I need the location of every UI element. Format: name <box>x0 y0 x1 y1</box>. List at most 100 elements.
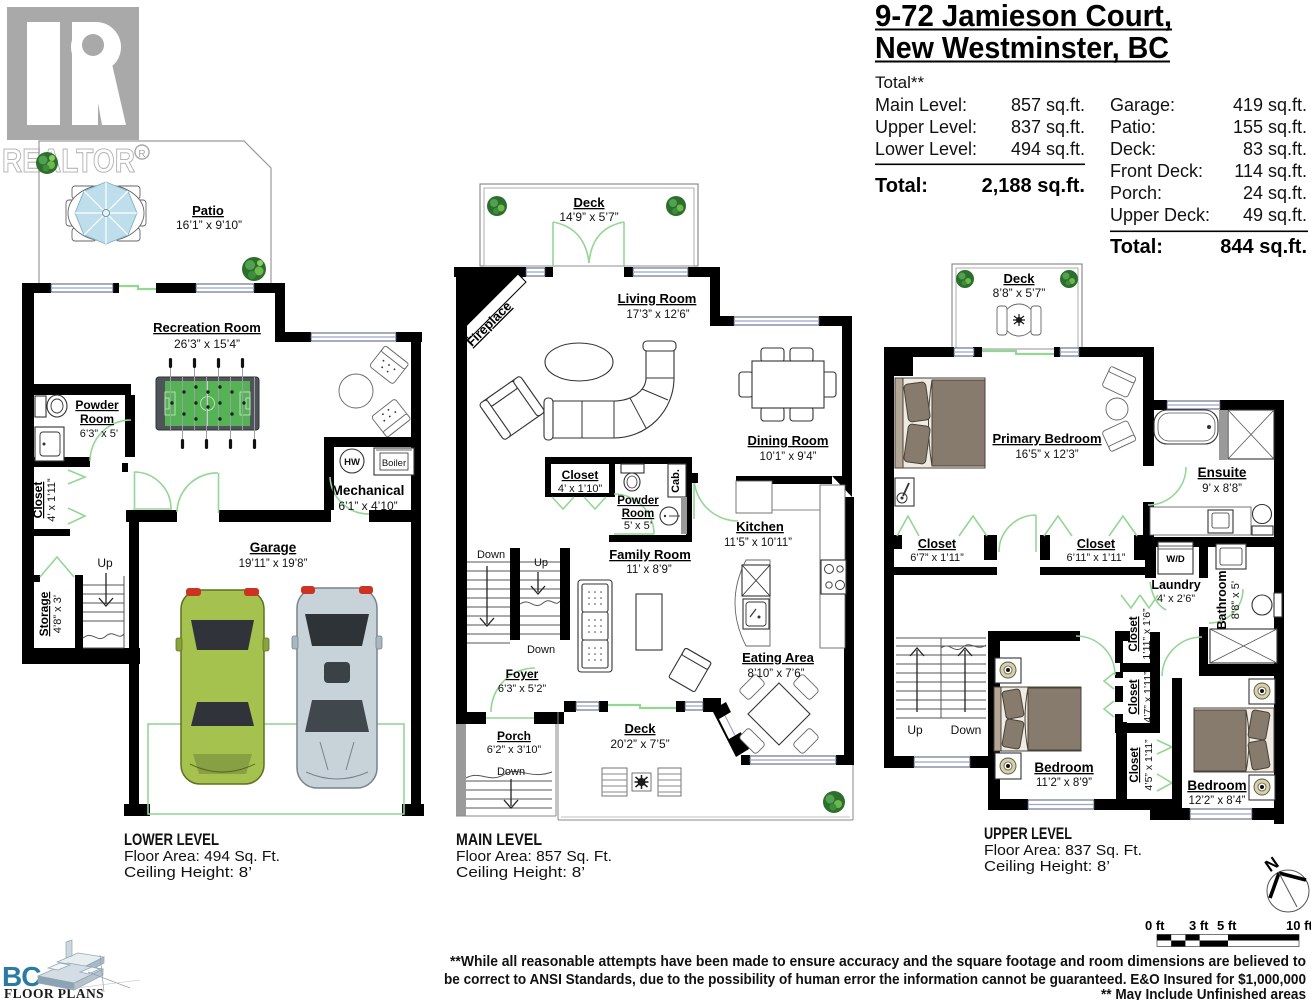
svg-text:4’7” x 1’11”: 4’7” x 1’11” <box>1142 671 1154 723</box>
svg-text:26’3” x 15’4”: 26’3” x 15’4” <box>174 337 240 351</box>
svg-text:**While all reasonable attempt: **While all reasonable attempts have bee… <box>450 954 1306 970</box>
svg-text:Garage:: Garage: <box>1110 95 1175 115</box>
svg-text:14’9” x 5’7”: 14’9” x 5’7” <box>559 210 618 224</box>
svg-text:Family Room: Family Room <box>609 547 691 562</box>
svg-text:9’ x 8’8”: 9’ x 8’8” <box>1202 483 1242 495</box>
svg-text:Closet: Closet <box>1128 616 1140 651</box>
svg-text:** May Include Unfinished area: ** May Include Unfinished areas <box>1101 987 1306 1000</box>
svg-text:Ensuite: Ensuite <box>1198 465 1247 480</box>
svg-text:Cab.: Cab. <box>670 469 682 493</box>
svg-text:W/D: W/D <box>1166 554 1185 565</box>
svg-text:R: R <box>138 149 145 160</box>
svg-text:Closet: Closet <box>562 468 599 482</box>
svg-text:Down: Down <box>527 644 555 656</box>
svg-text:Deck: Deck <box>1003 271 1035 286</box>
svg-text:Total:: Total: <box>875 175 928 197</box>
svg-text:5’ x 5’: 5’ x 5’ <box>624 520 652 532</box>
svg-text:Up: Up <box>907 723 923 737</box>
svg-text:4’5” x 1’11”: 4’5” x 1’11” <box>1143 739 1155 791</box>
svg-text:6’11” x 1’11”: 6’11” x 1’11” <box>1067 552 1126 564</box>
svg-text:Deck: Deck <box>624 721 656 736</box>
svg-text:Closet: Closet <box>1129 747 1141 782</box>
svg-text:19’11” x 19’8”: 19’11” x 19’8” <box>239 558 308 570</box>
svg-text:6’7” x 1’11”: 6’7” x 1’11” <box>910 552 964 564</box>
svg-text:16’5” x 12’3”: 16’5” x 12’3” <box>1015 449 1078 461</box>
svg-text:Powder: Powder <box>75 398 119 412</box>
svg-text:Foyer: Foyer <box>506 667 539 681</box>
svg-text:494 sq.ft.: 494 sq.ft. <box>1011 139 1085 159</box>
svg-text:Closet: Closet <box>1128 679 1140 714</box>
svg-text:Porch: Porch <box>497 729 531 743</box>
svg-text:Mechanical: Mechanical <box>332 483 405 498</box>
svg-text:FLOOR PLANS: FLOOR PLANS <box>4 986 104 1000</box>
svg-text:4’ x 1’10”: 4’ x 1’10” <box>558 483 603 495</box>
svg-text:Floor Area: 837 Sq. Ft.: Floor Area: 837 Sq. Ft. <box>984 843 1142 859</box>
svg-text:be correct to ANSI Standards,: be correct to ANSI Standards, due to the… <box>444 972 1306 988</box>
svg-text:9-72 Jamieson Court,: 9-72 Jamieson Court, <box>875 0 1172 33</box>
svg-text:Storage: Storage <box>37 591 51 636</box>
svg-text:Ceiling Height: 8’: Ceiling Height: 8’ <box>124 865 252 881</box>
svg-text:Room: Room <box>80 412 114 426</box>
svg-text:Kitchen: Kitchen <box>736 519 784 534</box>
svg-text:Total:: Total: <box>1110 236 1163 258</box>
svg-text:12’2” x 8’4”: 12’2” x 8’4” <box>1189 795 1246 807</box>
svg-text:2,188 sq.ft.: 2,188 sq.ft. <box>982 175 1085 197</box>
svg-text:6’2” x 3’10”: 6’2” x 3’10” <box>487 744 542 756</box>
svg-text:17’3” x 12’6”: 17’3” x 12’6” <box>626 309 689 321</box>
svg-text:Recreation Room: Recreation Room <box>153 320 261 335</box>
svg-text:Boiler: Boiler <box>382 458 406 469</box>
svg-text:83 sq.ft.: 83 sq.ft. <box>1243 139 1307 159</box>
svg-text:419 sq.ft.: 419 sq.ft. <box>1233 95 1307 115</box>
svg-text:1’11” x 1’6”: 1’11” x 1’6” <box>1141 608 1153 660</box>
svg-text:857 sq.ft.: 857 sq.ft. <box>1011 95 1085 115</box>
svg-text:114 sq.ft.: 114 sq.ft. <box>1234 161 1307 181</box>
svg-text:New Westminster, BC: New Westminster, BC <box>875 30 1169 65</box>
svg-text:16’1” x 9’10”: 16’1” x 9’10” <box>176 218 242 232</box>
svg-text:Bathroom: Bathroom <box>1215 570 1229 629</box>
svg-text:Down: Down <box>951 723 982 737</box>
svg-text:4’ x 1’11”: 4’ x 1’11” <box>46 478 58 522</box>
svg-text:Patio: Patio <box>192 203 224 218</box>
svg-text:Deck: Deck <box>573 195 605 210</box>
svg-text:10 ft: 10 ft <box>1286 918 1311 933</box>
svg-text:3 ft: 3 ft <box>1189 918 1209 933</box>
svg-text:6’1” x 4’10”: 6’1” x 4’10” <box>338 499 397 513</box>
svg-text:Ceiling Height: 8’: Ceiling Height: 8’ <box>984 859 1110 875</box>
svg-text:Ceiling Height: 8’: Ceiling Height: 8’ <box>456 865 585 881</box>
svg-text:Down: Down <box>497 766 525 778</box>
svg-text:Down: Down <box>477 549 505 561</box>
svg-text:Garage: Garage <box>250 540 297 555</box>
svg-text:Living Room: Living Room <box>618 291 697 306</box>
svg-text:10’1” x 9’4”: 10’1” x 9’4” <box>760 451 817 463</box>
svg-text:11’5” x 10’11”: 11’5” x 10’11” <box>724 537 792 549</box>
svg-text:5 ft: 5 ft <box>1217 918 1237 933</box>
svg-text:Deck:: Deck: <box>1110 139 1156 159</box>
svg-text:Up: Up <box>534 557 548 569</box>
svg-text:Laundry: Laundry <box>1151 578 1200 592</box>
svg-text:Bedroom: Bedroom <box>1187 778 1246 793</box>
svg-text:Room: Room <box>622 508 655 520</box>
svg-text:Lower Level:: Lower Level: <box>875 139 977 159</box>
svg-text:Eating Area: Eating Area <box>742 650 815 665</box>
svg-text:Bedroom: Bedroom <box>1034 760 1093 775</box>
svg-text:Closet: Closet <box>31 482 45 519</box>
svg-text:Dining Room: Dining Room <box>748 433 829 448</box>
svg-text:HW: HW <box>344 457 360 468</box>
svg-text:LOWER LEVEL: LOWER LEVEL <box>124 831 219 849</box>
svg-text:24 sq.ft.: 24 sq.ft. <box>1243 183 1307 203</box>
svg-text:UPPER LEVEL: UPPER LEVEL <box>984 825 1072 843</box>
svg-text:Upper Level:: Upper Level: <box>875 117 977 137</box>
svg-text:8’10” x 7’6”: 8’10” x 7’6” <box>748 668 805 680</box>
svg-text:11’2” x 8’9”: 11’2” x 8’9” <box>1036 777 1092 789</box>
svg-text:20’2” x 7’5”: 20’2” x 7’5” <box>610 737 669 751</box>
svg-text:Up: Up <box>97 556 113 570</box>
svg-text:6’3” x 5’2”: 6’3” x 5’2” <box>498 683 547 695</box>
svg-text:BC: BC <box>2 961 41 992</box>
svg-text:REALTOR: REALTOR <box>2 142 135 179</box>
svg-text:Total**: Total** <box>875 73 925 92</box>
svg-text:11’ x 8’9”: 11’ x 8’9” <box>626 564 672 576</box>
svg-text:4’ x 2’6”: 4’ x 2’6” <box>1157 593 1195 605</box>
svg-text:155 sq.ft.: 155 sq.ft. <box>1233 117 1307 137</box>
svg-text:Closet: Closet <box>918 537 957 551</box>
svg-text:8’8” x 5’: 8’8” x 5’ <box>1230 581 1242 620</box>
